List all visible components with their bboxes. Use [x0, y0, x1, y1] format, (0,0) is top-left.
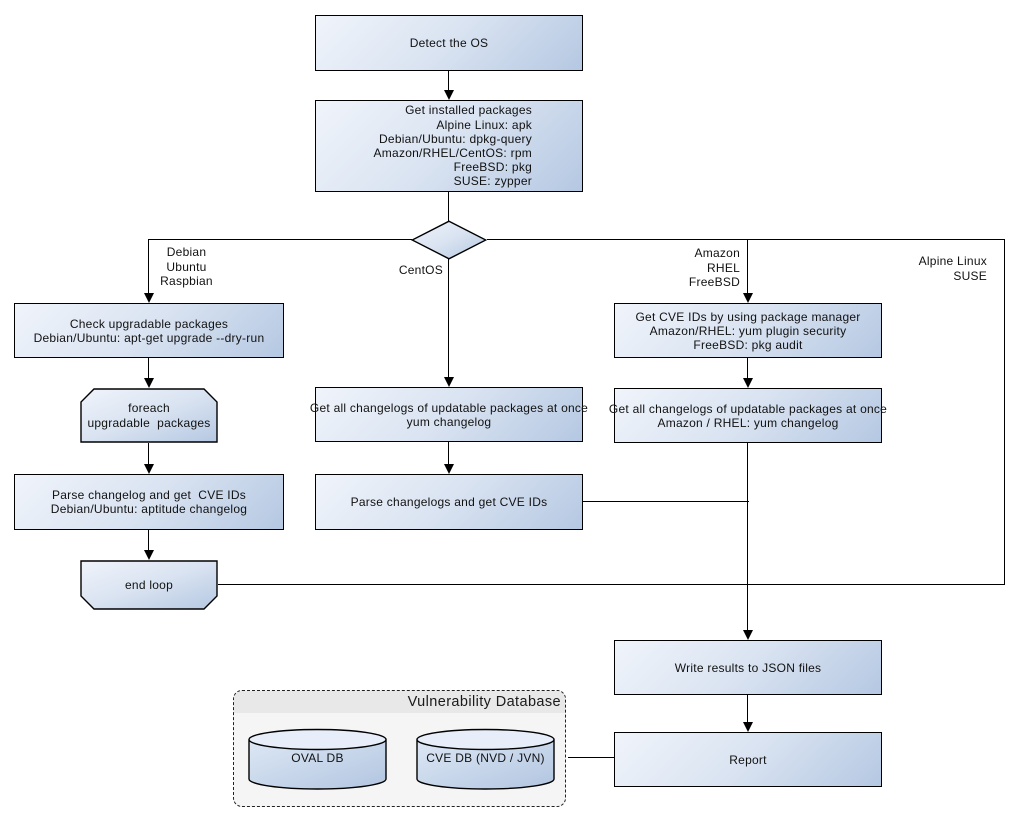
connector-left-branch-down: [148, 239, 150, 295]
branch-label-line: SUSE: [953, 268, 987, 283]
node-text: Debian/Ubuntu: dpkg-query: [378, 131, 532, 146]
node-text: Detect the OS: [409, 36, 489, 50]
connector-detect-to-installed: [448, 71, 450, 92]
node-check-upgradable-packages: Check upgradable packages Debian/Ubuntu:…: [14, 303, 284, 358]
node-text: Amazon/RHEL/CentOS: rpm: [373, 146, 532, 160]
branch-label-amazon-rhel-freebsd: Amazon RHEL FreeBSD: [660, 246, 740, 290]
database-cylinder-shape: [248, 728, 387, 790]
arrowhead: [743, 293, 753, 303]
connector-write-to-report: [747, 695, 749, 724]
connector-parse-centos-merge: [583, 501, 749, 503]
connector-centos-changelog-to-parse: [448, 442, 450, 466]
branch-label-centos: CentOS: [383, 263, 443, 278]
node-text: Parse changelog and get CVE IDs: [51, 488, 247, 502]
branch-label-line: Raspbian: [160, 274, 213, 288]
diamond-shape: [411, 220, 487, 260]
node-get-cve-ids-package-manager: Get CVE IDs by using package manager Ama…: [614, 303, 882, 358]
connector-diamond-to-centos-box: [448, 259, 450, 379]
node-parse-changelog-deb: Parse changelog and get CVE IDs Debian/U…: [14, 474, 284, 530]
node-text: SUSE: zypper: [453, 174, 532, 189]
node-text: Get all changelogs of updatable packages…: [608, 401, 888, 416]
arrowhead: [144, 378, 154, 388]
node-get-changelogs-yum: Get all changelogs of updatable packages…: [310, 387, 588, 442]
branch-label-alpine-suse: Alpine Linux SUSE: [887, 254, 987, 283]
cylinder-oval-db: OVAL DB: [248, 728, 387, 791]
branch-label-line: RHEL: [706, 260, 740, 275]
branch-label-line: Debian: [166, 245, 207, 259]
node-text: Report: [729, 752, 767, 767]
node-detect-os: Detect the OS: [315, 15, 583, 71]
cylinder-cve-db: CVE DB (NVD / JVN): [416, 728, 555, 791]
node-text: Amazon / RHEL: yum changelog: [657, 415, 839, 430]
branch-label-debian-ubuntu-raspbian: Debian Ubuntu Raspbian: [144, 245, 229, 289]
node-write-results-json: Write results to JSON files: [614, 640, 882, 695]
node-text: foreach: [128, 401, 170, 415]
arrowhead: [144, 293, 154, 303]
node-text: Amazon/RHEL: yum plugin security: [649, 323, 847, 338]
arrowhead: [444, 377, 454, 387]
cylinder-label: CVE DB (NVD / JVN): [426, 751, 545, 765]
vulnerability-database-title: Vulnerability Database: [234, 691, 565, 713]
arrowhead: [743, 378, 753, 388]
node-text: Write results to JSON files: [674, 660, 822, 675]
node-parse-changelogs-yum: Parse changelogs and get CVE IDs: [315, 474, 583, 530]
branch-label-line: FreeBSD: [688, 275, 740, 289]
connector-diamond-right: [487, 239, 1005, 241]
node-report: Report: [614, 732, 882, 787]
node-foreach-upgradable-packages: foreach upgradable packages: [80, 388, 218, 443]
connector-db-to-report: [568, 757, 614, 759]
node-text: Alpine Linux: apk: [436, 117, 532, 132]
connector-parse-to-endloop: [148, 530, 150, 552]
node-text: Get all changelogs of updatable packages…: [309, 400, 589, 415]
node-text: upgradable packages: [87, 415, 211, 430]
branch-label-line: Ubuntu: [166, 259, 207, 274]
connector-check-to-foreach: [148, 358, 150, 380]
node-text: Parse changelogs and get CVE IDs: [350, 495, 548, 509]
node-text: Get installed packages: [405, 103, 532, 118]
connector-changelog-to-write: [747, 443, 749, 632]
connector-endloop-merge: [218, 584, 1005, 586]
node-text: Debian/Ubuntu: aptitude changelog: [50, 502, 248, 516]
arrowhead: [743, 630, 753, 640]
loop-start-shape: [80, 388, 218, 443]
node-text: Check upgradable packages: [69, 316, 229, 331]
loop-end-shape: [80, 560, 218, 610]
arrowhead: [444, 464, 454, 474]
arrowhead: [743, 722, 753, 732]
node-text: yum changelog: [406, 414, 492, 429]
node-text: FreeBSD: pkg audit: [693, 337, 803, 352]
database-cylinder-shape: [416, 728, 555, 790]
node-os-decision-diamond: [411, 220, 487, 260]
arrowhead: [144, 464, 154, 474]
branch-label-line: Alpine Linux: [918, 254, 987, 268]
arrowhead: [144, 550, 154, 560]
connector-installed-to-diamond: [448, 192, 450, 221]
cylinder-label: OVAL DB: [291, 751, 344, 765]
connector-alpine-branch-down: [1004, 239, 1006, 585]
branch-label-line: Amazon: [694, 246, 740, 260]
node-text: Debian/Ubuntu: apt-get upgrade --dry-run: [33, 330, 265, 345]
connector-diamond-left: [149, 239, 412, 241]
branch-label-line: CentOS: [398, 263, 443, 277]
node-get-changelogs-amazon-rhel: Get all changelogs of updatable packages…: [609, 388, 887, 443]
node-text: end loop: [124, 577, 174, 592]
connector-right-branch-down: [747, 239, 749, 295]
connector-foreach-to-parse: [148, 443, 150, 466]
arrowhead: [444, 90, 454, 100]
node-end-loop: end loop: [80, 560, 218, 610]
node-text: Get CVE IDs by using package manager: [635, 309, 861, 324]
connector-cve-to-changelog: [747, 358, 749, 380]
node-get-installed-packages: Get installed packages Alpine Linux: apk…: [315, 100, 583, 192]
node-text: FreeBSD: pkg: [453, 160, 532, 175]
